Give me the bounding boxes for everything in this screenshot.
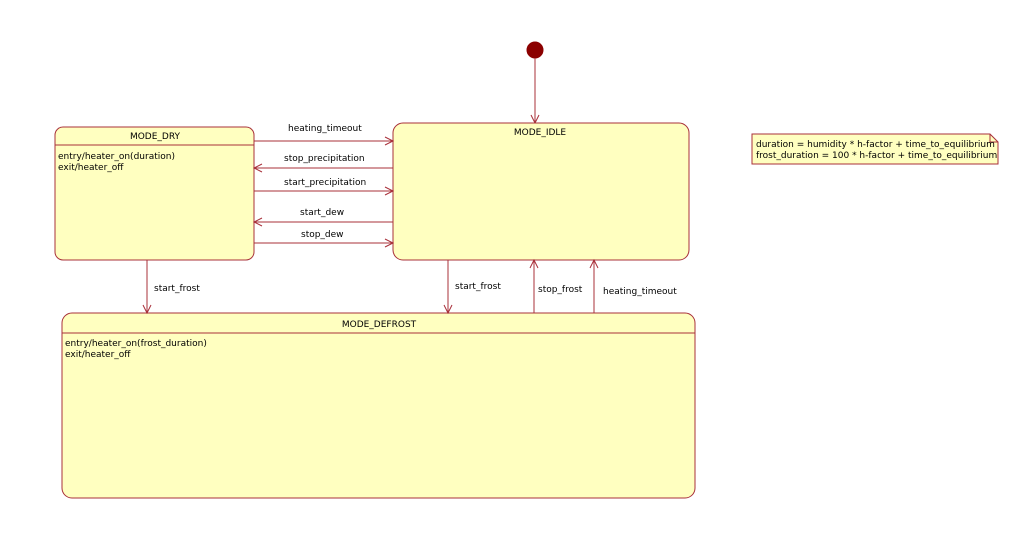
transition-arrowhead [384, 186, 395, 196]
state-mode-dry-box [54, 126, 255, 261]
note-line-duration: duration = humidity * h-factor + time_to… [756, 140, 995, 150]
state-mode-dry-title: MODE_DRY [130, 132, 181, 142]
transition-label: start_dew [300, 208, 344, 218]
transition-label: stop_frost [538, 285, 583, 295]
transition-label: stop_precipitation [284, 154, 365, 164]
transition-heating-timeout-defrost-to-idle[interactable]: heating_timeout [589, 258, 677, 313]
transition-label: heating_timeout [603, 287, 677, 297]
transition-heating-timeout-dry-to-idle[interactable]: heating_timeout [254, 124, 395, 146]
transition-label: start_precipitation [284, 178, 366, 188]
transition-arrowhead [252, 163, 263, 173]
transition-arrowhead [589, 258, 599, 269]
transition-arrowhead [529, 258, 539, 269]
initial-state-node [526, 41, 544, 59]
state-mode-dry-exit-action: exit/heater_off [58, 163, 124, 173]
transition-stop-precipitation-idle-to-dry[interactable]: stop_precipitation [252, 154, 393, 173]
note-folded-corner [989, 134, 998, 143]
state-mode-idle-title: MODE_IDLE [514, 128, 567, 138]
state-mode-defrost-box [61, 312, 696, 499]
state-mode-defrost-title: MODE_DEFROST [342, 320, 417, 330]
note-box [751, 133, 999, 165]
transition-label: stop_dew [301, 230, 344, 240]
transition-label: start_frost [455, 282, 501, 292]
state-mode-dry-entry-action: entry/heater_on(duration) [58, 152, 175, 162]
state-mode-defrost[interactable]: MODE_DEFROST entry/heater_on(frost_durat… [61, 312, 696, 499]
transition-stop-dew-dry-to-idle[interactable]: stop_dew [254, 230, 395, 248]
transition-start-frost-dry-to-defrost[interactable]: start_frost [142, 260, 200, 315]
transition-arrowhead [252, 217, 263, 227]
transition-arrowhead [443, 304, 453, 315]
transition-arrowhead [384, 136, 395, 146]
note-line-frost-duration: frost_duration = 100 * h-factor + time_t… [756, 151, 997, 161]
state-mode-idle[interactable]: MODE_IDLE [392, 122, 690, 261]
transition-arrowhead [142, 304, 152, 315]
state-mode-idle-box [392, 122, 690, 261]
transition-start-precipitation-dry-to-idle[interactable]: start_precipitation [254, 178, 395, 196]
transition-label: start_frost [154, 284, 200, 294]
formula-note[interactable]: duration = humidity * h-factor + time_to… [751, 133, 999, 165]
state-mode-defrost-exit-action: exit/heater_off [65, 350, 131, 360]
state-mode-dry[interactable]: MODE_DRY entry/heater_on(duration) exit/… [54, 126, 255, 261]
state-mode-defrost-entry-action: entry/heater_on(frost_duration) [65, 339, 207, 349]
transition-start-dew-idle-to-dry[interactable]: start_dew [252, 208, 393, 227]
transition-arrowhead [384, 238, 395, 248]
transition-label: heating_timeout [288, 124, 362, 134]
transition-start-frost-idle-to-defrost[interactable]: start_frost [443, 260, 501, 315]
transition-stop-frost-defrost-to-idle[interactable]: stop_frost [529, 258, 583, 313]
